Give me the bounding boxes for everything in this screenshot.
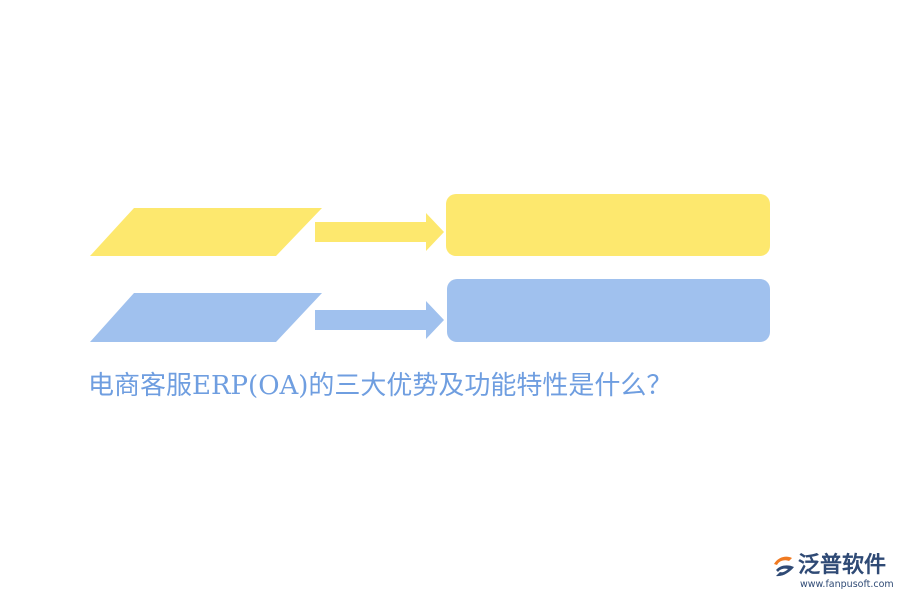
row-2-arrow: [315, 301, 444, 339]
page-title: 电商客服ERP(OA)的三大优势及功能特性是什么？: [88, 371, 673, 401]
fanpu-logo: 泛普软件 www.fanpusoft.com: [770, 552, 894, 596]
row-1-parallelogram: [90, 208, 322, 256]
logo-orange-swoosh: [774, 556, 792, 565]
logo-blue-swoosh: [776, 565, 794, 577]
row-2-box: [447, 279, 770, 342]
fanpu-logo-icon: [774, 556, 794, 577]
row-1-box: [446, 194, 770, 256]
diagram-row-2: [90, 279, 770, 342]
row-2-parallelogram: [90, 293, 322, 342]
logo-name: 泛普软件: [798, 553, 887, 578]
logo-url: www.fanpusoft.com: [800, 579, 894, 590]
diagram-row-1: [90, 194, 770, 256]
row-1-arrow: [315, 213, 444, 251]
